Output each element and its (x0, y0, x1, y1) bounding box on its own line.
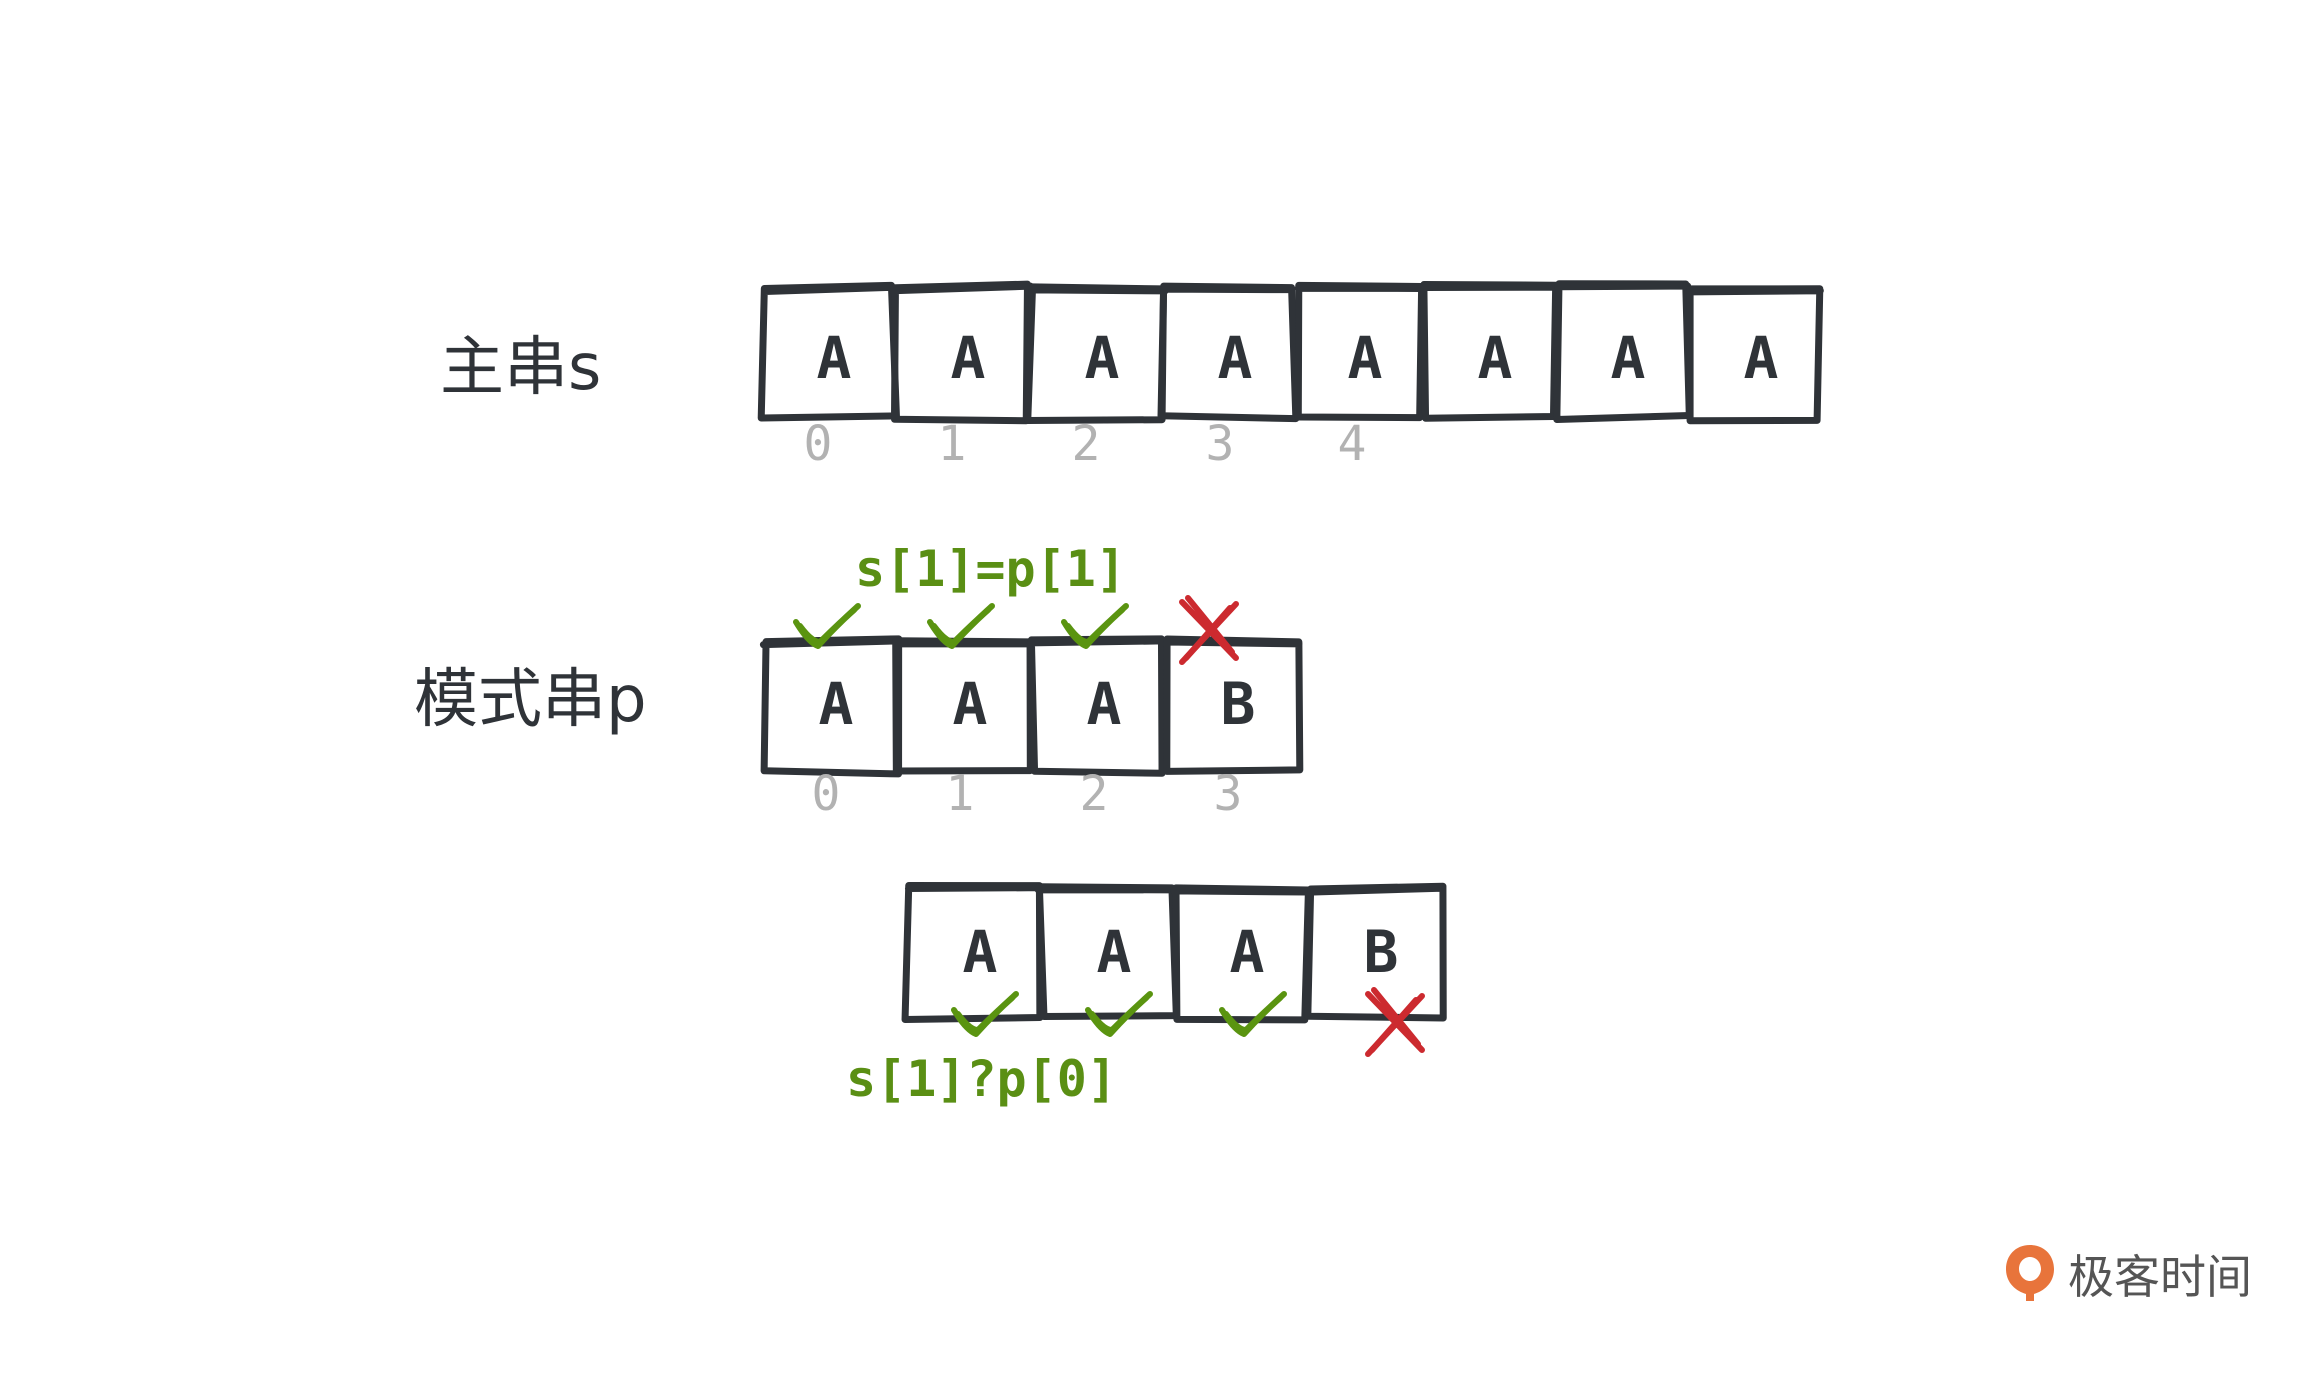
pattern-index: 2 (1080, 766, 1109, 822)
shifted-cell-char: A (1230, 918, 1265, 986)
main-string-label: 主串s (440, 331, 602, 405)
main-cell-box (1294, 281, 1426, 422)
main-cell-char: A (951, 324, 986, 392)
main-cell-char: A (1744, 324, 1779, 392)
main-cell-char: A (1348, 324, 1383, 392)
main-cell-char: A (1085, 324, 1120, 392)
main-cell-box (1024, 283, 1169, 424)
shifted-cell-box (1170, 884, 1312, 1024)
shifted-check-mark (1085, 991, 1153, 1037)
pattern-index: 3 (1214, 766, 1243, 822)
main-index: 3 (1206, 416, 1235, 472)
main-cell-box (1686, 285, 1824, 425)
pattern-cell-box (1026, 635, 1166, 777)
main-index: 4 (1338, 416, 1367, 472)
pattern-cell-char: A (819, 670, 854, 738)
main-cell-char: A (1218, 324, 1253, 392)
pattern-cell-char: A (953, 670, 988, 738)
pattern-cell-box (1163, 635, 1304, 775)
shifted-check-mark (1219, 991, 1287, 1037)
brand-name: 极客时间 (2068, 1250, 2252, 1304)
pattern-check-mark (793, 603, 861, 649)
brand-logo: 极客时间 (2002, 1240, 2252, 1308)
shifted-cell-box (901, 882, 1045, 1024)
shifted-cell-box (1304, 882, 1447, 1022)
pattern-check-mark (1061, 603, 1129, 649)
geektime-logo-icon (2006, 1245, 2054, 1301)
main-index: 0 (804, 416, 833, 472)
main-index: 1 (938, 416, 967, 472)
main-index: 2 (1072, 416, 1101, 472)
main-cell-char: A (1611, 324, 1646, 392)
pattern-index: 0 (812, 766, 841, 822)
pattern-check-mark (927, 603, 995, 649)
pattern-cross-mark (1179, 595, 1239, 665)
pattern-annotation: s[1]=p[1] (855, 540, 1126, 598)
pattern-string-label: 模式串p (414, 663, 647, 737)
shifted-annotation: s[1]?p[0] (846, 1050, 1117, 1108)
shifted-cell-char: B (1364, 918, 1399, 986)
main-cell-char: A (817, 324, 852, 392)
shifted-cell-char: A (1097, 918, 1132, 986)
pattern-cell-char: B (1221, 670, 1256, 738)
pattern-cell-char: A (1087, 670, 1122, 738)
pattern-index: 1 (946, 766, 975, 822)
pattern-cell-box (892, 637, 1036, 775)
shifted-cell-char: A (963, 918, 998, 986)
shifted-check-mark (951, 991, 1019, 1037)
main-cell-char: A (1478, 324, 1513, 392)
shifted-cross-mark (1365, 987, 1425, 1057)
